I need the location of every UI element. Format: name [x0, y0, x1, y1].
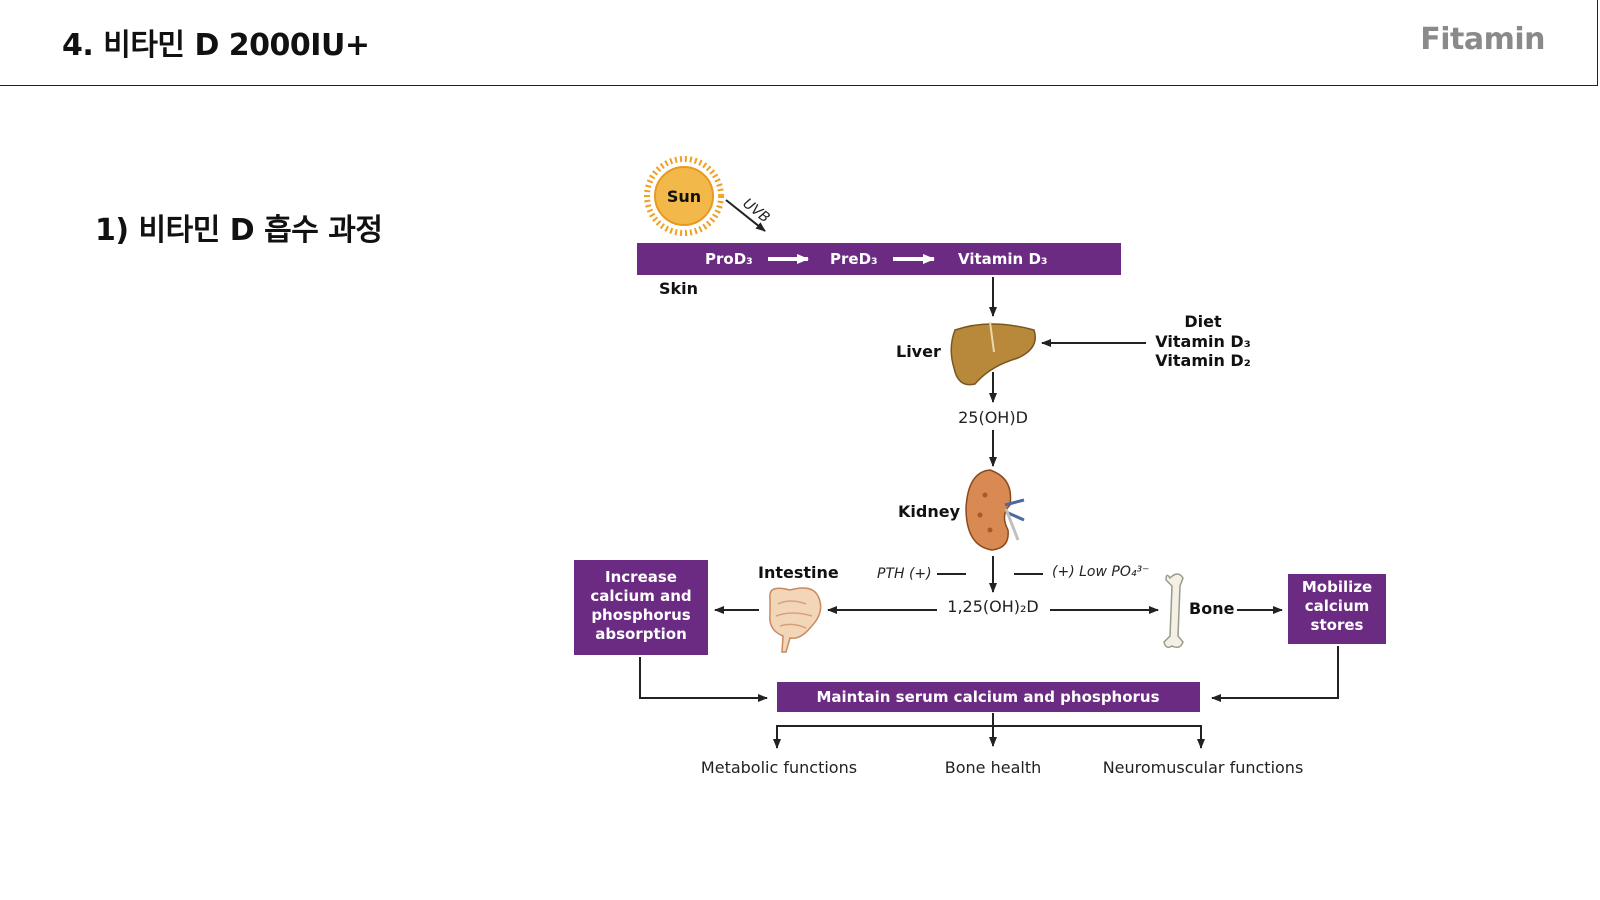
metabolite-125ohd: 1,25(OH)₂D	[947, 597, 1038, 616]
mobilize-line-2: calcium	[1305, 597, 1370, 615]
section-title: 1) 비타민 D 흡수 과정	[95, 213, 383, 248]
kidney-label: Kidney	[898, 502, 961, 521]
increase-line-1: Increase	[605, 568, 677, 586]
diet-vitamin-d2: Vitamin D₂	[1155, 351, 1250, 370]
mobilize-calcium-box	[1288, 574, 1386, 644]
diet-vitamin-d3: Vitamin D₃	[1155, 332, 1250, 351]
metabolite-25ohd: 25(OH)D	[958, 408, 1028, 427]
header-bar: 4. 비타민 D 2000IU+ Fitamin	[0, 0, 1598, 86]
increase-line-2: calcium and	[590, 587, 691, 605]
maintain-label: Maintain serum calcium and phosphorus	[816, 688, 1159, 706]
mobilize-line-1: Mobilize	[1302, 578, 1372, 596]
prod3-label: ProD₃	[705, 250, 753, 268]
outcome-neuromuscular: Neuromuscular functions	[1103, 758, 1304, 777]
sun-label: Sun	[667, 187, 701, 206]
uvb-arrow	[725, 199, 766, 232]
skin-label: Skin	[659, 279, 698, 298]
low-po4-label: (+) Low PO₄³⁻	[1052, 564, 1149, 580]
pth-label: PTH (+)	[877, 566, 932, 582]
outcome-bone-health: Bone health	[945, 758, 1041, 777]
maintain-bar	[777, 682, 1200, 712]
mobilize-to-maintain-connector	[1211, 646, 1339, 702]
outcome-metabolic: Metabolic functions	[701, 758, 857, 777]
mobilize-line-3: stores	[1311, 616, 1364, 634]
increase-line-4: absorption	[595, 625, 687, 643]
liver-label: Liver	[896, 342, 941, 361]
liver-icon	[950, 321, 1036, 386]
increase-absorption-box	[574, 560, 708, 655]
sun-icon: Sun	[644, 156, 724, 236]
intestine-icon	[769, 587, 822, 653]
bone-icon	[1163, 573, 1184, 649]
diet-title: Diet	[1184, 312, 1222, 331]
increase-to-maintain-connector	[639, 657, 768, 702]
bone-label: Bone	[1189, 599, 1235, 618]
page-title: 4. 비타민 D 2000IU+	[62, 28, 370, 63]
vitd3-label: Vitamin D₃	[958, 250, 1047, 268]
skin-bar	[637, 243, 1121, 275]
intestine-label: Intestine	[758, 563, 839, 582]
kidney-icon	[965, 469, 1025, 551]
increase-line-3: phosphorus	[591, 606, 690, 624]
brand-logo: Fitamin	[1420, 22, 1545, 57]
uvb-label: UVB	[740, 196, 773, 227]
pred3-label: PreD₃	[830, 250, 878, 268]
